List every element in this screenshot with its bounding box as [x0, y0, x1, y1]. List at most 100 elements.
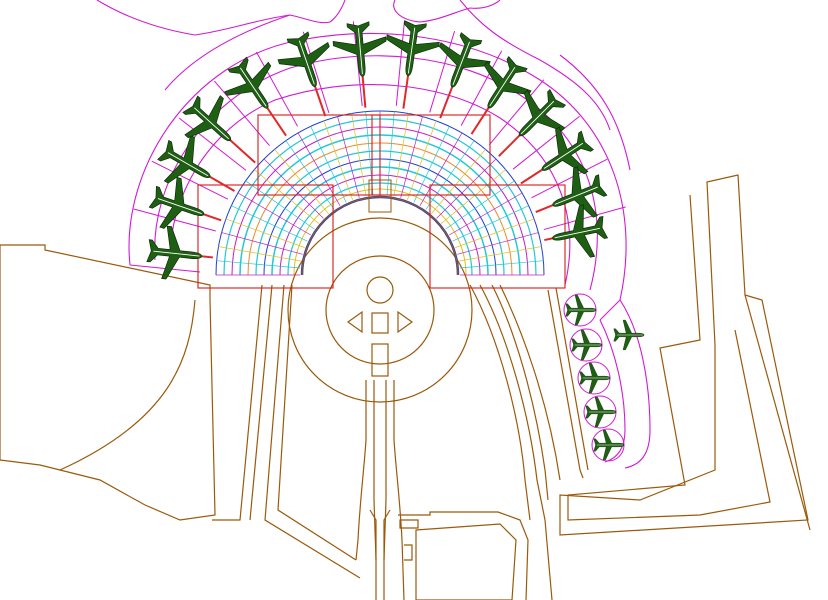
terminal-grid-line [323, 120, 353, 200]
terminal-grid-line [225, 218, 305, 248]
central-plaza-inner [325, 255, 435, 365]
apron-lead-in-1 [164, 14, 291, 91]
remote-stand-lane-inner [599, 319, 626, 463]
terminal-grid-line [221, 232, 303, 255]
west-approach-road-2 [249, 284, 273, 521]
aircraft-remote-2 [571, 329, 603, 361]
aircraft-gate-1 [148, 176, 205, 229]
east-land-edge [744, 294, 811, 531]
terminal-grid-line [274, 149, 329, 214]
east-land-parcel [559, 174, 809, 536]
east-approach-road-2 [479, 284, 553, 600]
jet-bridges [198, 72, 556, 259]
remote-stand-lane-outer [619, 299, 651, 469]
terminal-grid-line [237, 192, 311, 236]
east-approach-road-4 [499, 284, 561, 481]
terminal-grid-line [254, 169, 319, 224]
boulevard-block [371, 343, 389, 377]
jet-bridge [200, 212, 222, 222]
plaza-marker-right [397, 310, 414, 334]
terminal-grid-line [407, 120, 437, 200]
terminal-grid-line [441, 169, 506, 224]
aircraft-gate-13 [146, 225, 202, 280]
jet-bridge [265, 105, 287, 137]
aircraft-gate-9 [484, 56, 532, 109]
terminal-grid-line [436, 158, 497, 219]
terminal-grid-line [459, 260, 544, 269]
terminal-grid-line [285, 140, 335, 210]
central-median-east [383, 380, 387, 561]
stand-divider-line [214, 80, 270, 147]
south-ramp-west [369, 509, 377, 600]
jet-bridge [227, 137, 256, 164]
east-service-road [547, 289, 584, 479]
stand-divider-line [429, 30, 456, 113]
south-service-block [415, 523, 517, 600]
jet-bridge [402, 72, 410, 109]
terminal-grid-line [458, 246, 542, 262]
south-service-inner [399, 519, 419, 529]
jet-bridge [470, 105, 491, 135]
terminal-grid-line [310, 126, 347, 203]
central-roundabout [366, 276, 394, 304]
aircraft-gate-8 [438, 32, 491, 88]
left-land-parcel [0, 244, 216, 521]
aircraft-gate-5 [277, 31, 330, 87]
terminal-grid-line [216, 260, 301, 269]
gate-frame-north [371, 114, 491, 196]
jet-bridge [361, 73, 367, 108]
aircraft-remote-5 [593, 429, 625, 461]
apron-lead-in-2 [459, 0, 611, 131]
jet-bridge [498, 132, 523, 157]
terminal-grid-line [445, 180, 515, 230]
aircraft-gate-12 [552, 166, 608, 218]
terminal-grid-line [393, 113, 409, 197]
terminal-grid-line [457, 232, 539, 255]
aircraft-gate-14 [552, 204, 609, 258]
terminal-grid-line [351, 113, 367, 197]
central-boulevard-west [355, 380, 367, 561]
aircraft-gate-10 [518, 88, 567, 137]
plaza-marker-center [371, 312, 389, 334]
terminal-landside-wall [301, 196, 459, 276]
west-approach-road-4 [277, 284, 357, 561]
terminal-grid-line [449, 192, 523, 236]
left-parcel-curve [59, 299, 196, 471]
terminal-grid-line [419, 132, 463, 206]
central-median-west [373, 380, 377, 561]
south-service-stub [404, 544, 413, 561]
south-ramp-east [383, 509, 391, 600]
outer-apron-boundary [96, 0, 501, 36]
jet-bridge [207, 174, 236, 192]
south-service-loop [398, 511, 529, 600]
aircraft-remote-1 [565, 294, 597, 326]
central-plaza-outer [287, 217, 473, 403]
east-approach-road-1 [469, 284, 531, 521]
jet-bridge [439, 84, 455, 119]
terminal-ring [293, 188, 467, 276]
aircraft-gate-6 [332, 21, 387, 77]
terminal-grid-line [455, 218, 535, 248]
east-service-road-2 [555, 287, 589, 471]
middle-apron-arc [154, 55, 598, 291]
terminal-grid-line [452, 205, 529, 242]
terminal-grid-line [218, 246, 302, 262]
terminal-grid-line [231, 205, 308, 242]
aircraft-gate-7 [386, 20, 440, 76]
stand-divider-line [531, 158, 608, 199]
aircraft-gate-11 [541, 126, 594, 175]
jet-bridge [313, 83, 327, 117]
stand-divider-line [133, 208, 216, 232]
aircraft-remote-3 [579, 362, 611, 394]
plaza-marker-left [346, 310, 363, 334]
stand-divider-line [255, 51, 299, 127]
stand-divider-line [512, 115, 580, 170]
terminal-grid-line [386, 111, 395, 196]
stand-dividers [133, 21, 626, 232]
gate-frame-west [197, 184, 334, 289]
landside-roads [0, 174, 811, 600]
terminal-grid-line [400, 116, 423, 198]
stand-divider-line [460, 50, 503, 126]
